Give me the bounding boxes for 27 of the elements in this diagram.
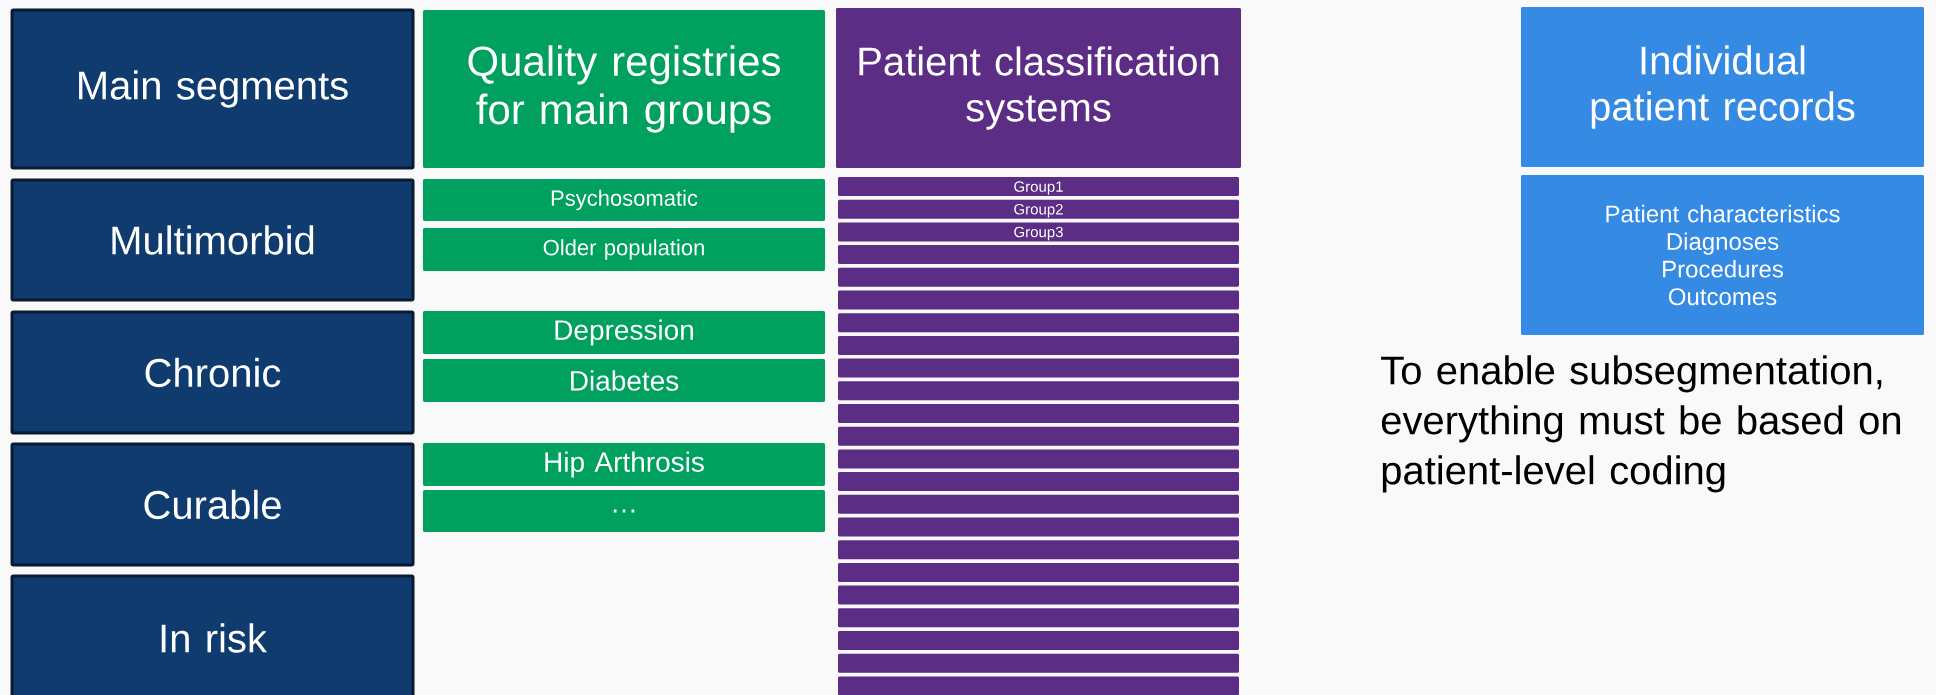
classification-bar <box>838 449 1239 469</box>
registry-box: Depression <box>423 311 825 354</box>
record-box: Patient characteristics Diagnoses Procedures Outcomes <box>1521 175 1924 335</box>
classification-box: Group3 <box>838 222 1239 242</box>
registry-box: Diabetes <box>423 359 825 402</box>
classification-bar <box>838 608 1239 628</box>
segment-box: Chronic <box>10 310 415 435</box>
segment-box: Curable <box>10 442 415 567</box>
classification-bar <box>838 540 1239 560</box>
classification-bar <box>838 472 1239 492</box>
registry-box: Hip Arthrosis <box>423 443 825 486</box>
classification-bar <box>838 676 1239 695</box>
registry-box: … <box>423 490 825 532</box>
classification-box: Patient classification systems <box>836 8 1241 168</box>
registry-box: Quality registries for main groups <box>423 10 825 168</box>
classification-bar <box>838 517 1239 537</box>
classification-bar <box>838 381 1239 401</box>
segment-box: Multimorbid <box>10 178 415 302</box>
classification-bar <box>838 245 1239 265</box>
classification-bar <box>838 313 1239 333</box>
segment-box: In risk <box>10 574 415 695</box>
classification-bar <box>838 290 1239 310</box>
segment-box: Main segments <box>10 8 415 170</box>
registry-box: Psychosomatic <box>423 179 825 221</box>
registry-box: Older population <box>423 228 825 271</box>
record-box: Individual patient records <box>1521 7 1924 167</box>
classification-box: Group1 <box>838 177 1239 196</box>
